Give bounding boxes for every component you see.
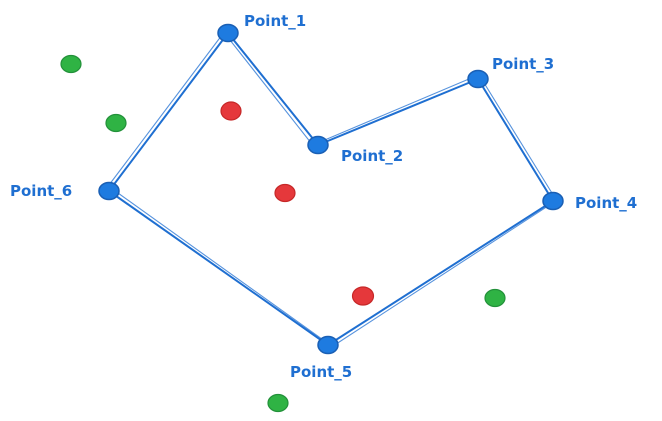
inside-point-1 [220,101,242,121]
vertex-point-2 [307,135,329,155]
label-point-3: Point_3 [492,55,554,73]
inside-points [220,101,375,306]
edge-sketch-6 [105,30,226,190]
edge-point-5-point-6 [108,190,329,346]
polygon-edges [108,32,554,346]
edge-sketch-3 [480,77,556,199]
edge-point-2-point-3 [317,78,479,146]
edge-point-3-point-4 [477,78,554,202]
inside-point-2 [274,183,296,203]
label-point-4: Point_4 [575,194,637,212]
outside-points [60,54,506,413]
vertex-point-4 [542,191,564,211]
outside-point-3 [484,288,506,308]
edge-sketch-5 [110,187,327,343]
vertex-point-3 [467,69,489,89]
polygon-edges-sketch [105,30,556,349]
polygon-vertices [98,23,564,355]
outside-point-2 [105,113,127,133]
edge-sketch-2 [319,75,477,143]
outside-point-4 [267,393,289,413]
vertex-point-1 [217,23,239,43]
label-point-1: Point_1 [244,12,306,30]
vertex-labels: Point_1 Point_2 Point_3 Point_4 Point_5 … [10,12,637,381]
edge-sketch-4 [329,203,552,349]
edge-point-6-point-1 [108,32,229,192]
label-point-2: Point_2 [341,147,403,165]
label-point-5: Point_5 [290,363,352,381]
edge-sketch-1 [225,34,316,149]
vertex-point-6 [98,181,120,201]
label-point-6: Point_6 [10,182,72,200]
inside-point-3 [351,286,375,306]
edge-point-1-point-2 [227,32,319,146]
edge-point-4-point-5 [327,200,554,346]
outside-point-1 [60,54,82,74]
vertex-point-5 [317,335,339,355]
